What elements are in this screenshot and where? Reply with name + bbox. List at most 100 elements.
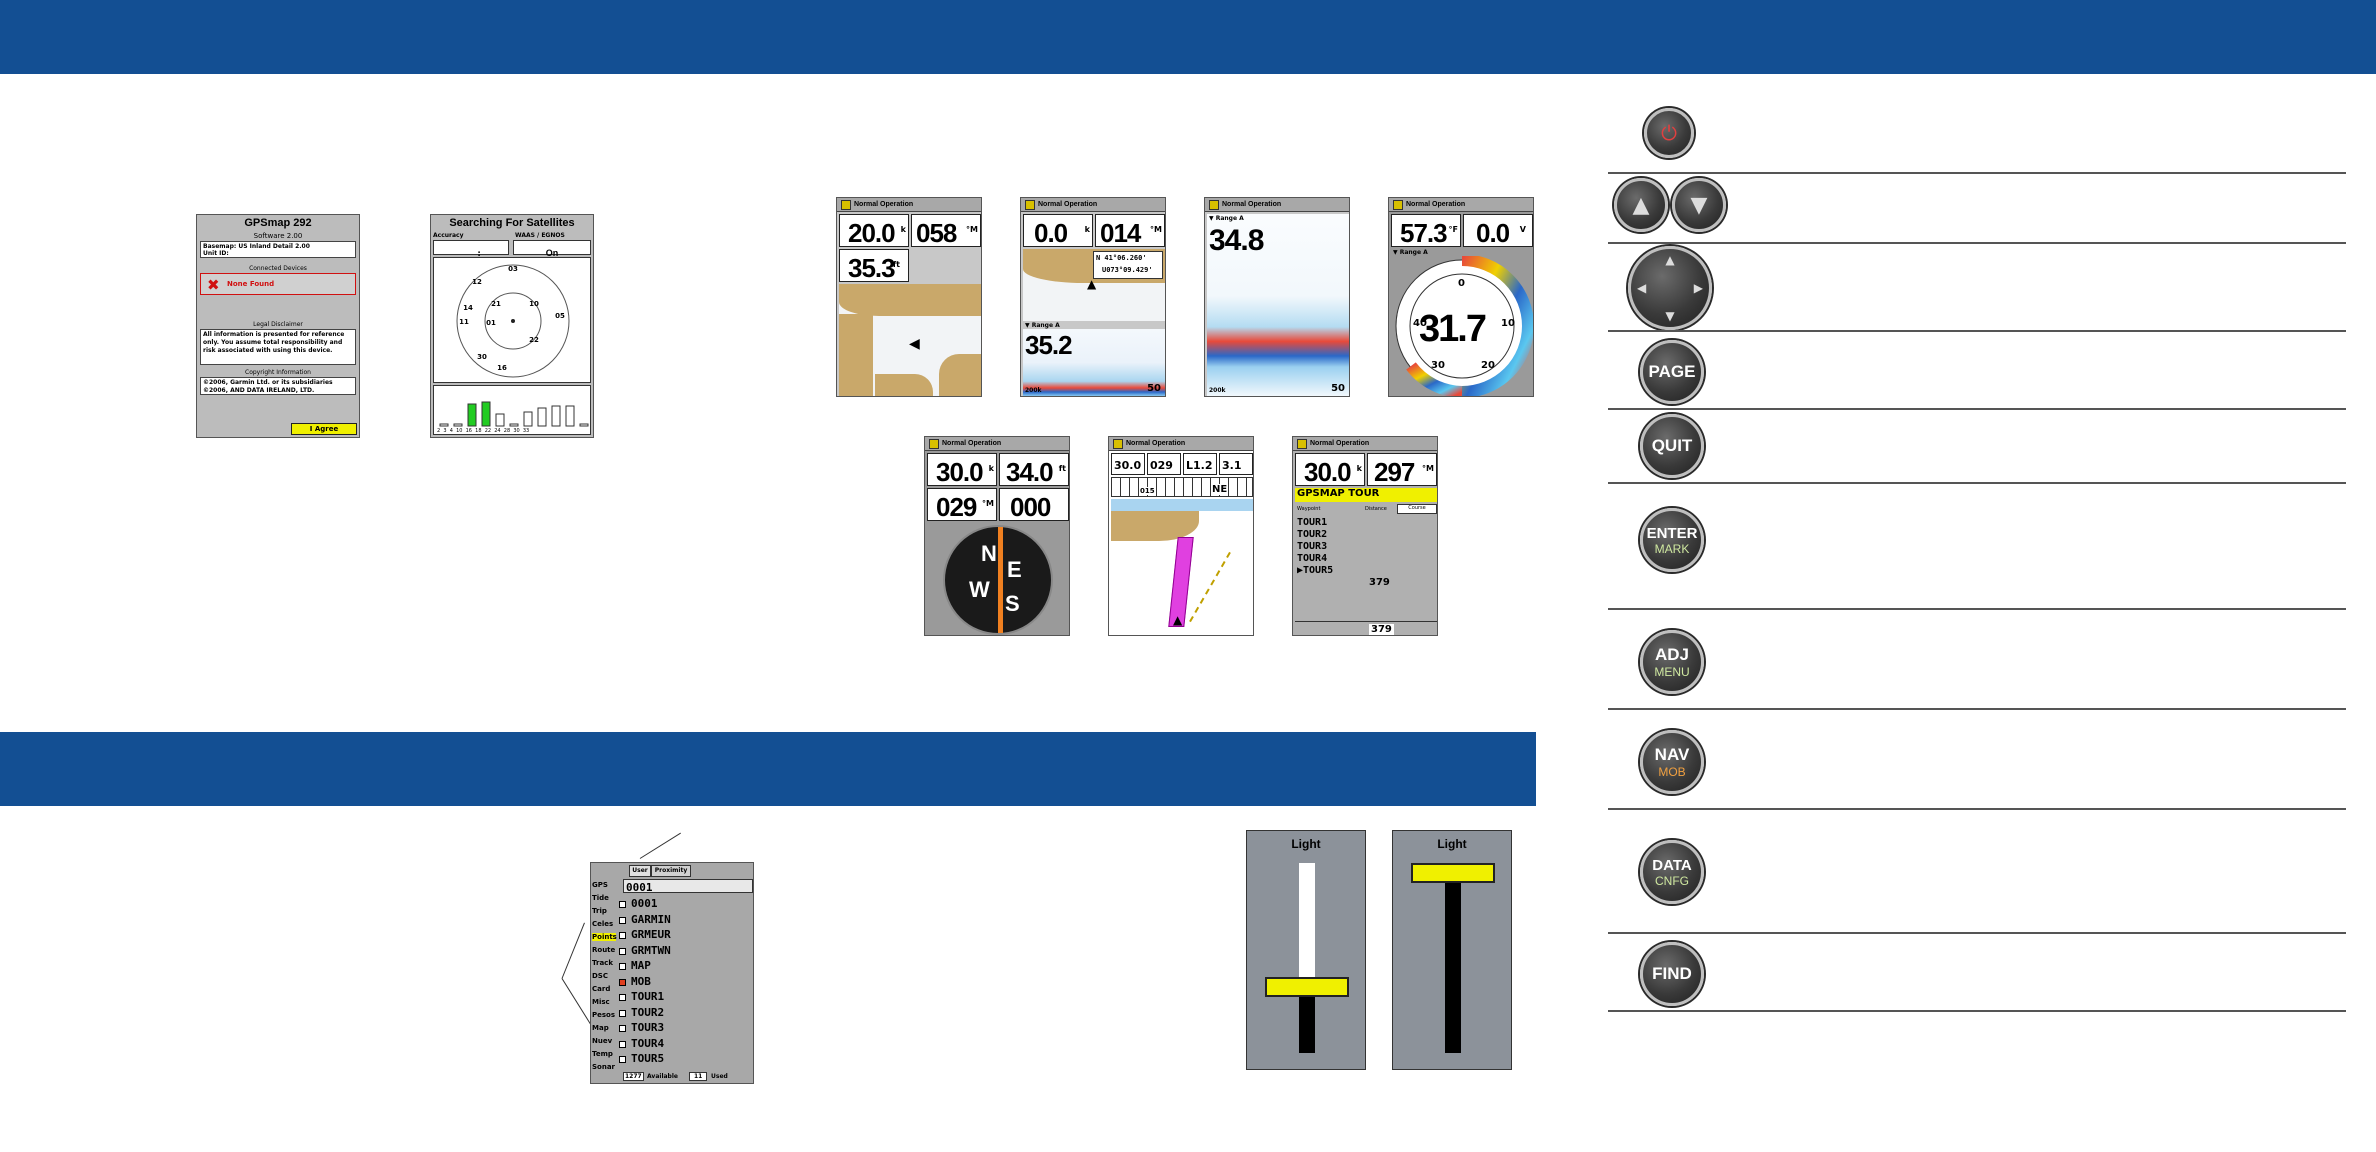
find-button[interactable]: FIND — [1640, 942, 1704, 1006]
waas-box: On — [513, 240, 591, 258]
rocker-key[interactable]: ▲ ▼ ◀ ▶ — [1628, 246, 1714, 332]
heading-value: 029 — [936, 492, 977, 522]
side-menu-item[interactable]: Nuev — [592, 1037, 613, 1045]
tour-item[interactable]: ▶TOUR5 — [1297, 565, 1334, 576]
slider-thumb-1[interactable] — [1265, 976, 1349, 997]
waypoint-item[interactable]: 0001 — [631, 897, 658, 910]
land — [1111, 511, 1199, 541]
backlight-slider-2[interactable]: Light — [1392, 830, 1512, 1070]
tab-user[interactable]: User — [629, 865, 651, 877]
land-2 — [839, 314, 873, 396]
power-key[interactable]: ⏻ — [1644, 108, 1696, 160]
side-menu-item[interactable]: Points — [592, 933, 617, 941]
backlight-slider-1[interactable]: Light — [1246, 830, 1366, 1070]
range-down-button[interactable]: ▼ — [1672, 178, 1726, 232]
heading-value: 014 — [1100, 218, 1141, 248]
route-total: 379 — [1369, 624, 1394, 635]
copyright-header: Copyright Information — [245, 369, 311, 376]
side-menu-item[interactable]: Tide — [592, 894, 609, 902]
tab-proximity[interactable]: Proximity — [651, 865, 691, 877]
legal-box: All information is presented for referen… — [200, 329, 356, 365]
rocker-button[interactable]: ▲ ▼ ◀ ▶ — [1628, 246, 1712, 330]
tour-item[interactable]: TOUR4 — [1297, 553, 1328, 564]
section-band — [0, 732, 1536, 806]
tour-item[interactable]: TOUR3 — [1297, 541, 1328, 552]
side-menu-item[interactable]: Trip — [592, 907, 607, 915]
side-menu-item[interactable]: GPS — [592, 881, 608, 889]
waypoint-item[interactable]: TOUR4 — [631, 1036, 665, 1050]
signal-bar — [509, 423, 519, 427]
startup-software: Software 2.00 — [253, 232, 303, 240]
side-menu-item[interactable]: Track — [592, 959, 613, 967]
heading-unit: °M — [1150, 225, 1162, 234]
range-label: ▼ Range A — [1025, 322, 1060, 329]
heading-cell: 297°M — [1367, 453, 1437, 487]
side-menu-item[interactable]: Sonar — [592, 1063, 616, 1071]
range-up-button[interactable]: ▲ — [1614, 178, 1668, 232]
signal-bar — [495, 413, 505, 427]
slider-track-1 — [1299, 863, 1315, 1053]
satellite-screen: Searching For Satellites Accuracy WAAS /… — [430, 214, 594, 438]
waypoint-item[interactable]: MAP — [631, 959, 651, 972]
dial-0: 0 — [1458, 278, 1465, 289]
lat-lon-box: N 41°06.260' U073°09.429' — [1093, 251, 1163, 279]
op-label: Normal Operation — [1126, 440, 1186, 447]
satellite-label: 01 — [486, 319, 496, 327]
waypoint-item[interactable]: GARMIN — [631, 912, 671, 926]
waypoint-item[interactable]: TOUR2 — [631, 1005, 665, 1019]
side-menu-item[interactable]: Card — [592, 985, 611, 993]
startup-title: GPSmap 292 — [244, 217, 312, 229]
dial-40: 40 — [1413, 318, 1427, 329]
page-button[interactable]: PAGE — [1640, 340, 1704, 404]
side-menu-item[interactable]: Map — [592, 1024, 609, 1032]
compass-s: S — [1005, 591, 1020, 616]
divider-6 — [1608, 608, 2346, 610]
side-menu-item[interactable]: Pesos — [592, 1011, 616, 1019]
signal-bar — [453, 423, 463, 427]
waypoint-item[interactable]: TOUR5 — [631, 1052, 665, 1065]
signal-bar — [579, 423, 589, 427]
slider-thumb-2[interactable] — [1411, 862, 1495, 883]
gps-icon — [1113, 438, 1123, 449]
waypoint-item[interactable]: GRMEUR — [631, 928, 671, 941]
waypoint-item[interactable]: TOUR1 — [631, 990, 665, 1003]
quit-button[interactable]: QUIT — [1640, 414, 1704, 478]
startup-unit: Unit ID: — [203, 250, 229, 257]
status-bar: Normal Operation — [1293, 437, 1437, 451]
waypoint-icon — [619, 947, 626, 955]
op-label: Normal Operation — [1222, 201, 1282, 208]
divider-1 — [1608, 172, 2346, 174]
power-button[interactable]: ⏻ — [1644, 108, 1694, 158]
waypoint-item[interactable]: GRMTWN — [631, 943, 671, 957]
point-field[interactable]: 0001 — [623, 879, 753, 894]
speed-value: 0.0 — [1034, 218, 1068, 248]
boat-icon: ◀ — [909, 336, 920, 352]
agree-button[interactable]: I Agree — [291, 423, 357, 435]
side-menu-item[interactable]: Celes — [592, 920, 614, 928]
side-menu-item[interactable]: Misc — [592, 998, 610, 1006]
col-course[interactable]: Course — [1397, 504, 1437, 514]
tour-item[interactable]: TOUR2 — [1297, 529, 1328, 540]
waypoint-item[interactable]: TOUR3 — [631, 1021, 665, 1034]
speed-unit: k — [988, 464, 994, 473]
satellite-label: 16 — [497, 364, 507, 372]
side-menu-item[interactable]: Route — [592, 946, 616, 954]
waypoint-icon — [619, 932, 626, 939]
speed-value: 30.0 — [1304, 457, 1352, 487]
side-menu-item[interactable]: Temp — [592, 1050, 613, 1058]
startup-screen: GPSmap 292 Software 2.00 Basemap: US Inl… — [196, 214, 360, 438]
dist-value: 34.0 — [1006, 457, 1054, 487]
side-menu-item[interactable]: DSC — [592, 972, 608, 980]
op-label: Normal Operation — [942, 440, 1002, 447]
waypoint-item[interactable]: MOB — [631, 974, 651, 988]
land-3 — [939, 354, 981, 396]
tour-item[interactable]: TOUR1 — [1297, 517, 1328, 528]
callout-line-2 — [561, 922, 585, 979]
